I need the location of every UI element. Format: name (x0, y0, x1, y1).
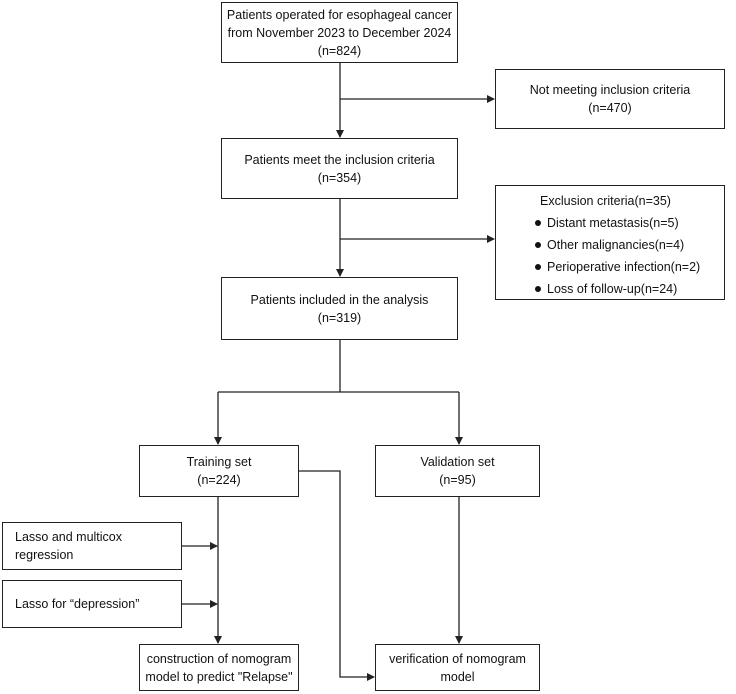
not-meeting-label: Not meeting inclusion criteria (529, 83, 691, 97)
verification-line2: model (440, 669, 475, 684)
arrow-training-to-verification (299, 470, 375, 681)
bullet-icon (535, 285, 541, 292)
operated-count: (n=824) (317, 43, 362, 58)
bullet-icon (535, 241, 541, 248)
validation-count: (n=95) (439, 473, 476, 487)
not-meeting-count: (n=470) (588, 101, 632, 115)
meet-inclusion-label: Patients meet the inclusion criteria (244, 152, 435, 167)
exclusion-item: Loss of follow-up(n=24) (535, 278, 700, 300)
included-count: (n=319) (317, 310, 362, 325)
box-validation-set: Validation set (n=95) (375, 445, 540, 497)
lasso-depression-label: Lasso for “depression” (15, 597, 140, 611)
verification-line1: verification of nomogram (389, 651, 526, 666)
validation-label: Validation set (420, 455, 495, 469)
meet-inclusion-count: (n=354) (317, 170, 362, 185)
construction-line2: model to predict "Relapse" (145, 669, 293, 684)
training-count: (n=224) (197, 473, 241, 487)
operated-line1: Patients operated for esophageal cancer (226, 7, 453, 22)
construction-line1: construction of nomogram (146, 651, 292, 666)
box-lasso-multicox: Lasso and multicox regression (2, 522, 182, 570)
box-verification: verification of nomogram model (375, 644, 540, 691)
exclusion-item: Distant metastasis(n=5) (535, 212, 700, 234)
box-exclusion: Exclusion criteria(n=35) Distant metasta… (495, 185, 725, 300)
box-operated: Patients operated for esophageal cancer … (221, 2, 458, 63)
box-construction: construction of nomogram model to predic… (139, 644, 299, 691)
box-included: Patients included in the analysis (n=319… (221, 277, 458, 340)
exclusion-title: Exclusion criteria(n=35) (540, 194, 671, 208)
bullet-icon (535, 263, 541, 270)
box-meet-inclusion: Patients meet the inclusion criteria (n=… (221, 138, 458, 199)
exclusion-item: Other malignancies(n=4) (535, 234, 700, 256)
box-training-set: Training set (n=224) (139, 445, 299, 497)
training-label: Training set (186, 455, 252, 469)
box-not-meeting: Not meeting inclusion criteria (n=470) (495, 69, 725, 129)
included-label: Patients included in the analysis (250, 292, 429, 307)
lasso-multicox-label: Lasso and multicox regression (15, 530, 123, 562)
bullet-icon (535, 219, 541, 226)
operated-line2: from November 2023 to December 2024 (227, 25, 452, 40)
exclusion-item: Perioperative infection(n=2) (535, 256, 700, 278)
exclusion-list: Distant metastasis(n=5) Other malignanci… (535, 212, 700, 300)
box-lasso-depression: Lasso for “depression” (2, 580, 182, 628)
